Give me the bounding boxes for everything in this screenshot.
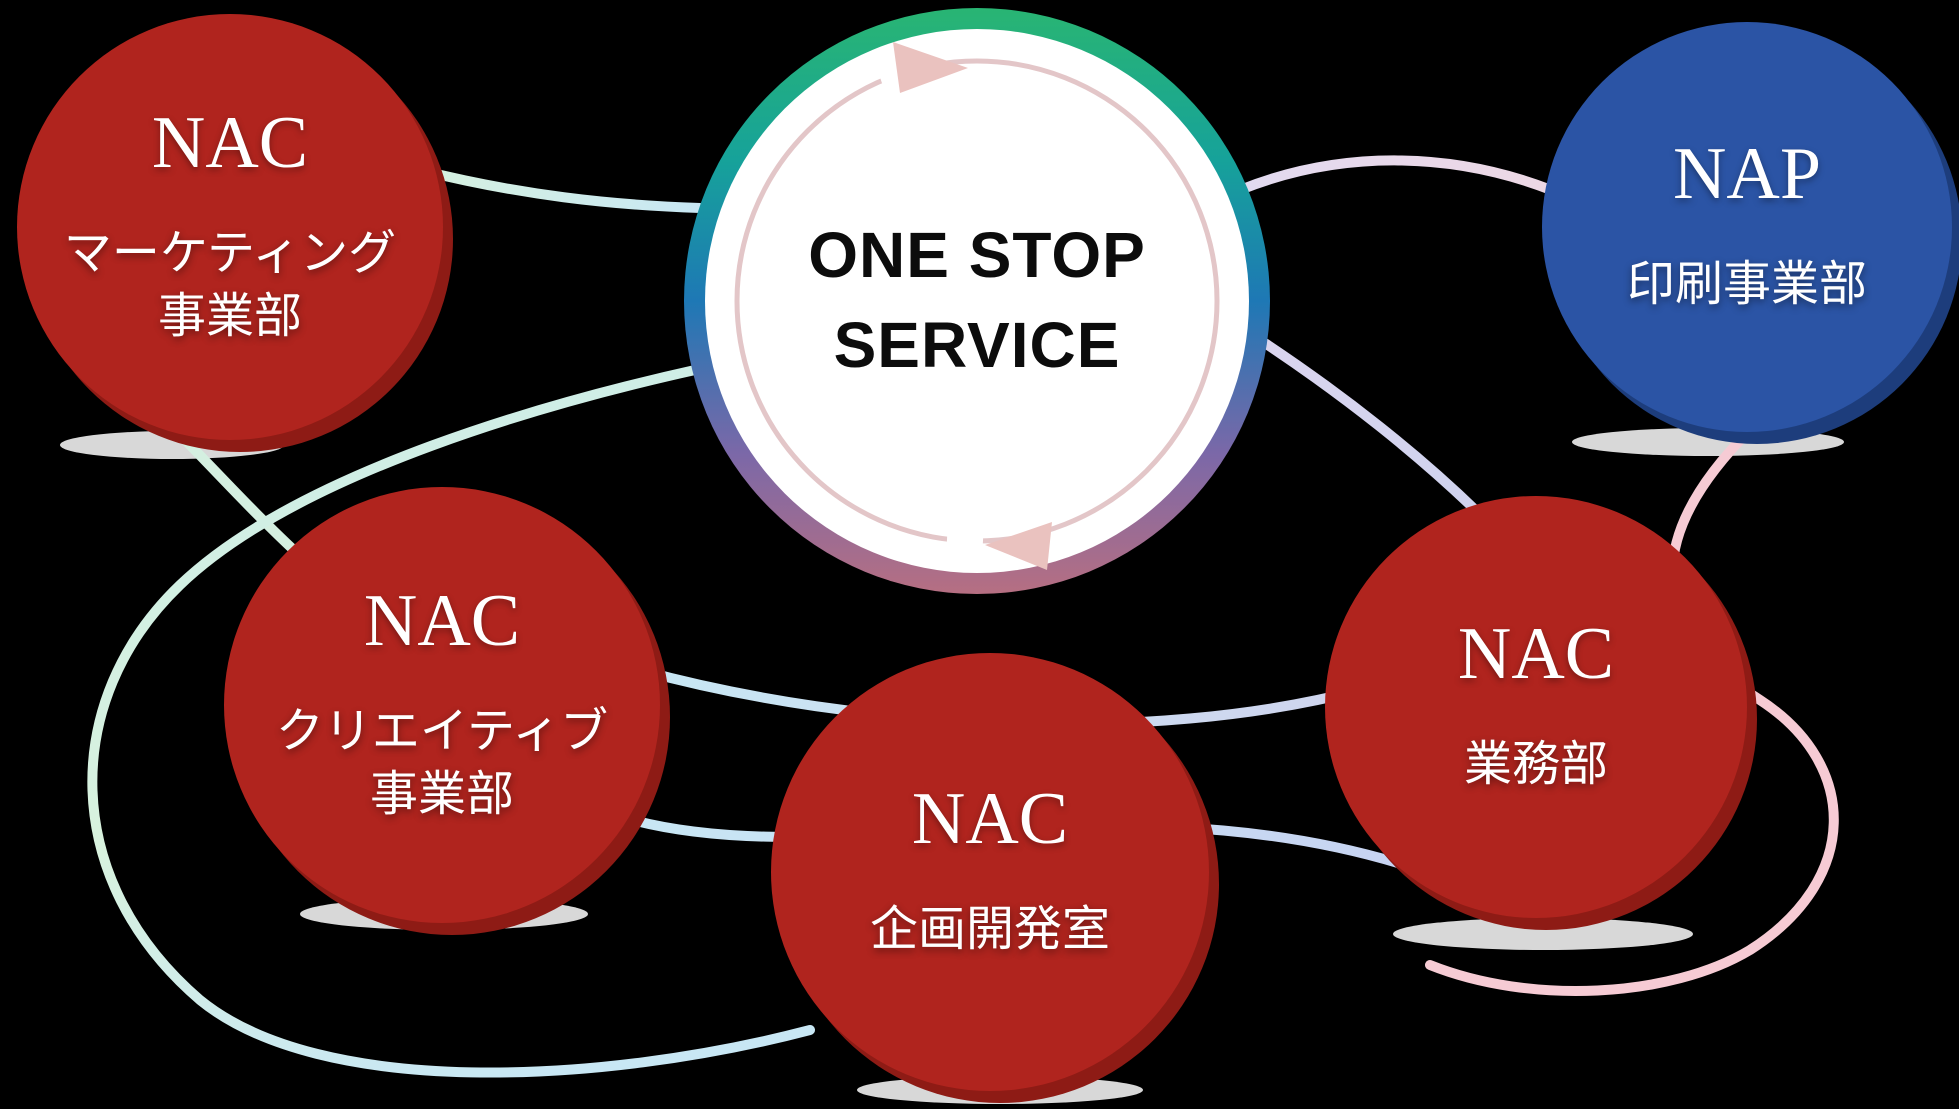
floor-shadow-printing [1572,428,1844,456]
connector-marketing-to-center [415,165,705,213]
node-dept-label: 企画開発室 [869,903,1110,957]
hub-one-stop-service: ONE STOP SERVICE [684,8,1270,594]
node-org-label: NAP [1672,133,1822,216]
node-org-label: NAC [151,101,309,184]
cycle-arrows-icon [734,42,1220,570]
node-nac-marketing: NAC マーケティング 事業部 [17,14,443,440]
floor-shadow-operations [1393,918,1693,950]
node-dept-label: 業務部 [1463,738,1608,792]
node-nap-printing: NAP 印刷事業部 [1542,22,1952,432]
node-nac-planning: NAC 企画開発室 [771,653,1209,1091]
cycle-arrowhead-bottom [985,522,1052,570]
hub-title-line1: ONE STOP [808,219,1146,292]
node-nac-operations: NAC 業務部 [1325,496,1747,918]
node-nac-creative: NAC クリエイティブ 事業部 [224,487,660,923]
node-dept-label: クリエイティブ 事業部 [275,704,609,821]
hub-inner-circle [705,29,1249,573]
node-dept-label: 印刷事業部 [1626,258,1867,312]
node-org-label: NAC [1457,613,1615,696]
connector-center-loop-to-planning [87,365,815,1078]
node-dept-label: マーケティング 事業部 [63,226,397,343]
cycle-arrowhead-top [893,42,968,93]
node-org-label: NAC [363,579,521,662]
node-org-label: NAC [911,778,1069,861]
hub-title: ONE STOP SERVICE [684,8,1270,594]
connector-center-to-printing [1235,155,1580,205]
hub-title-line2: SERVICE [833,309,1121,381]
